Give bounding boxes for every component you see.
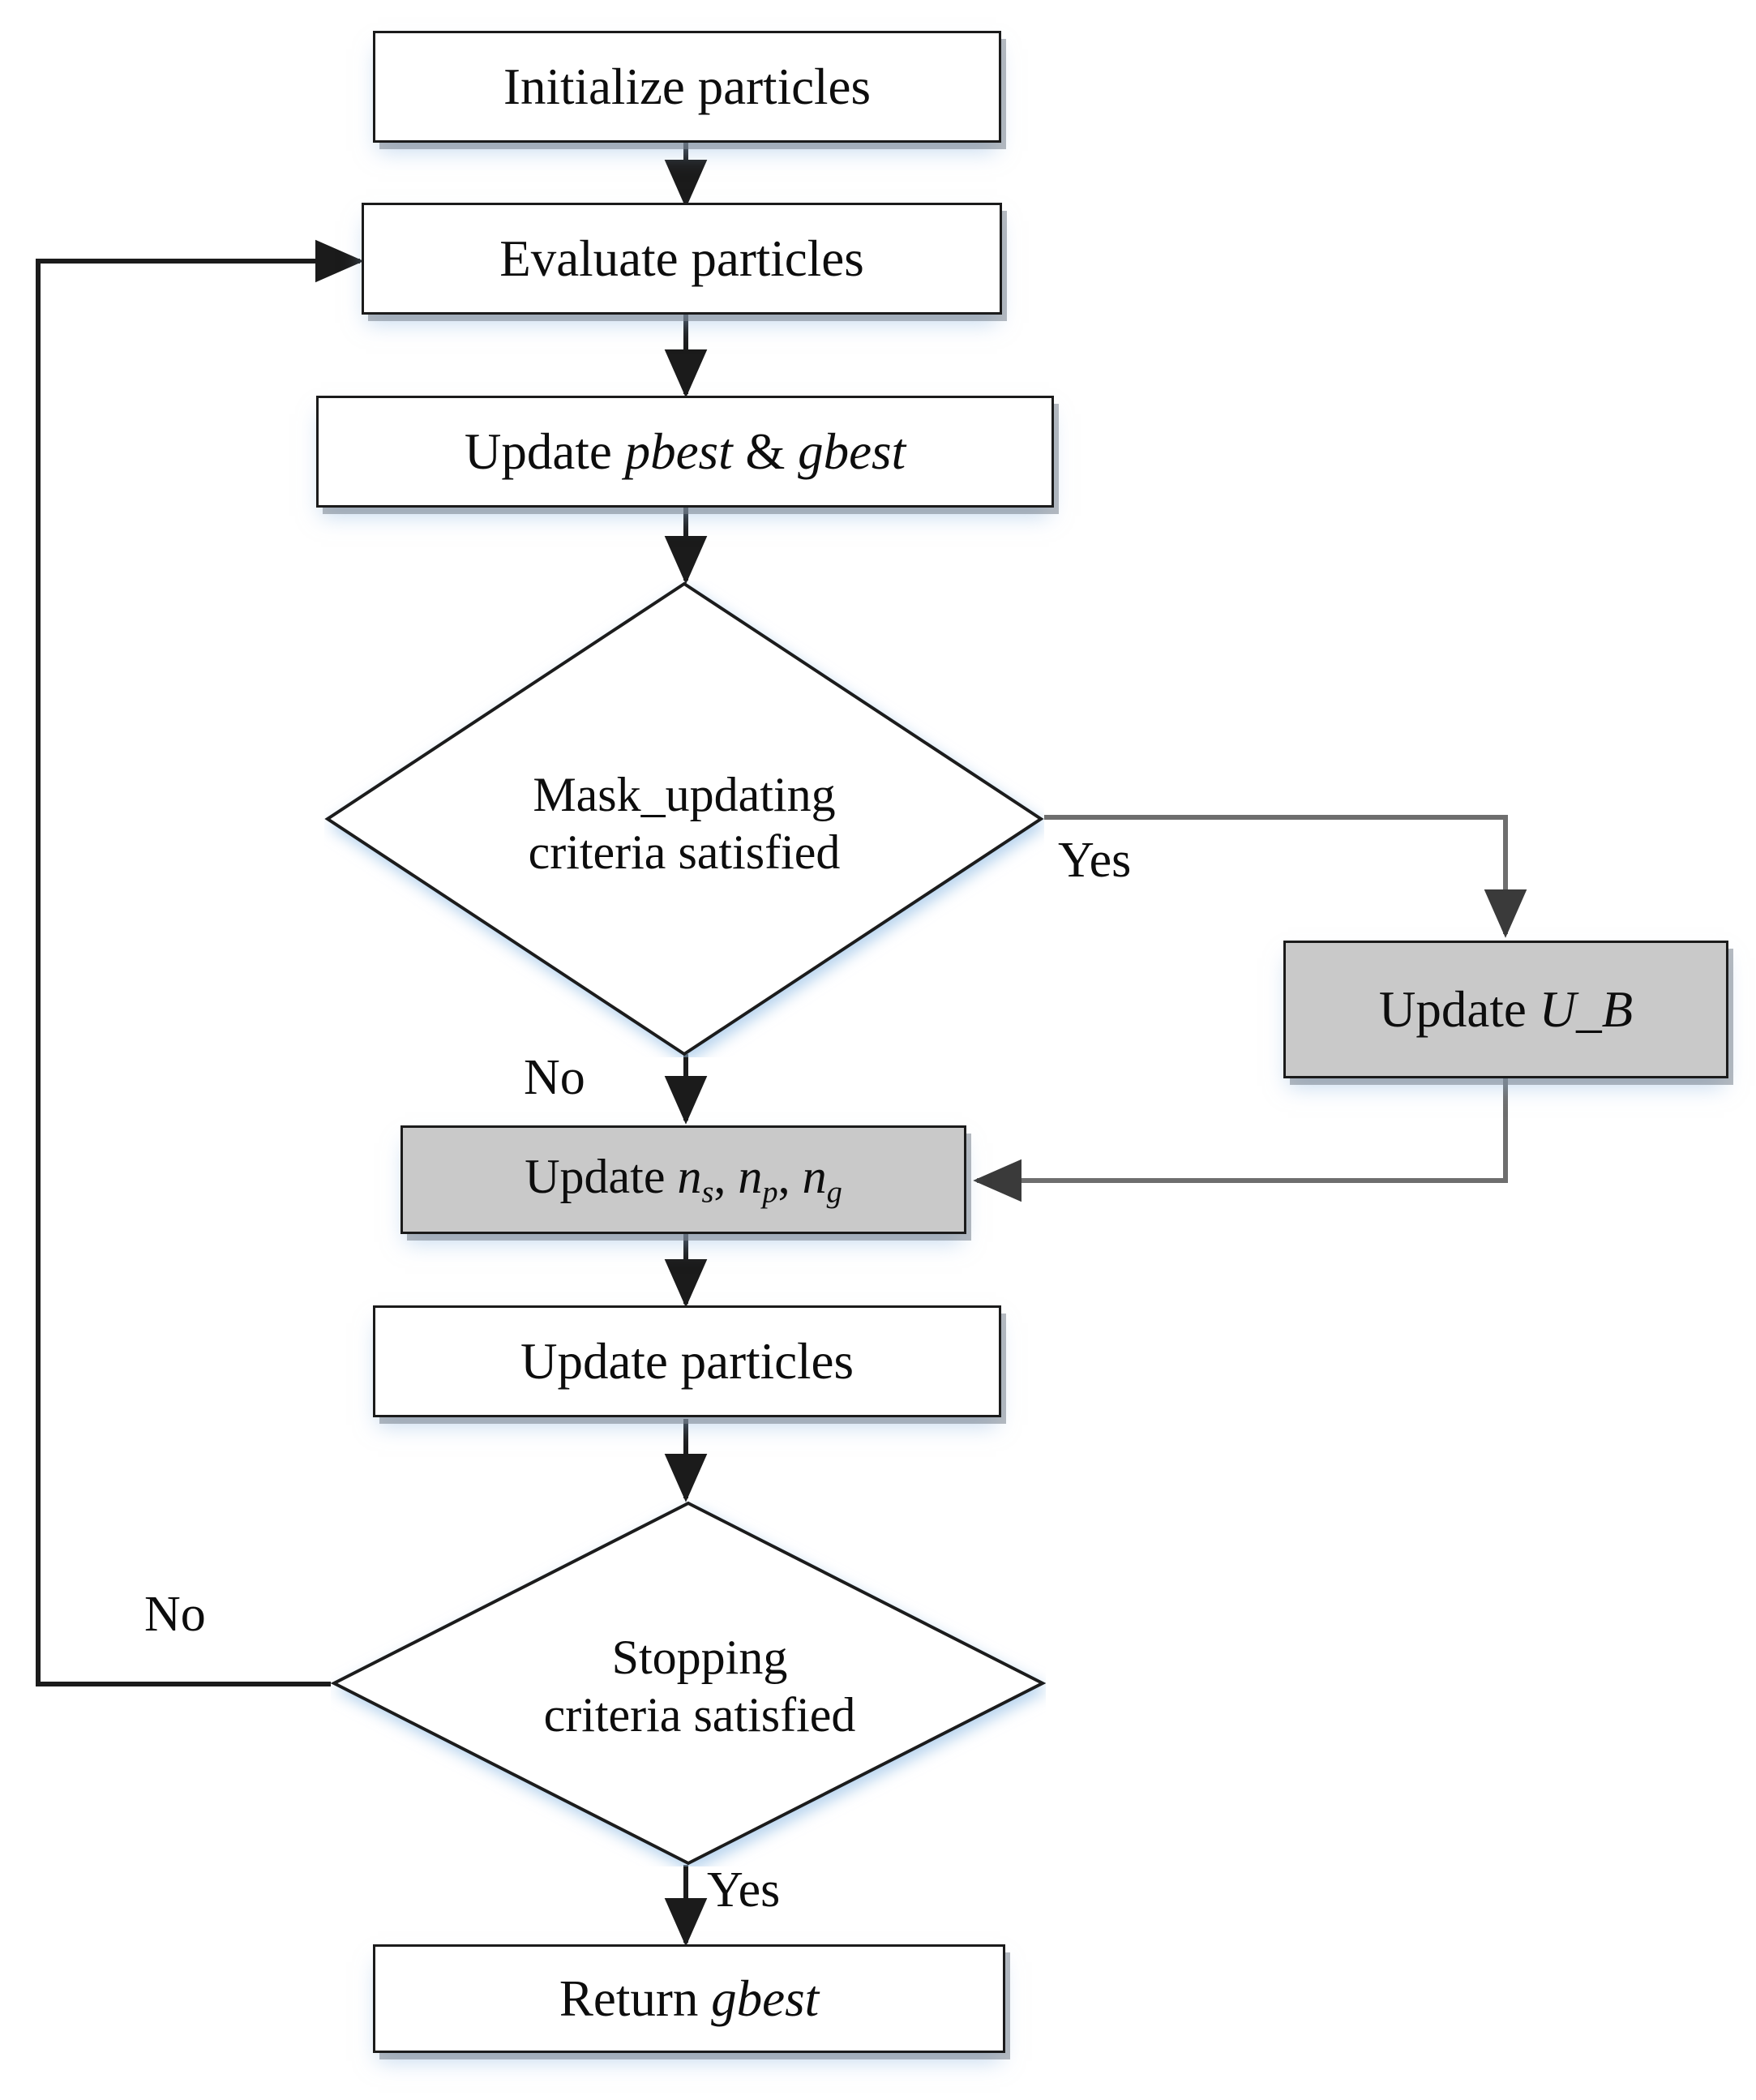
node-stopping-decision-label: Stopping criteria satisfied [543,1631,856,1742]
node-evaluate-particles[interactable]: Evaluate particles [362,203,1002,315]
label-text-n-p: n [738,1149,763,1203]
label-text-return: Return [559,1969,712,2027]
label-text-pbest: pbest [624,422,733,480]
node-update-pbest-gbest-label: Update pbest & gbest [319,424,1051,479]
edge-label-stopping-no: No [144,1587,206,1642]
label-text-update-n: Update [525,1149,678,1203]
node-update-particles[interactable]: Update particles [373,1305,1001,1417]
label-comma-2: , [777,1149,803,1203]
node-update-n-params-label: Update ns, np, ng [403,1149,964,1210]
connector-stopping-no-to-evaluate [36,239,364,1686]
node-evaluate-particles-label: Evaluate particles [499,229,864,287]
node-update-ub[interactable]: Update U_B [1283,941,1728,1078]
label-text-ampersand: & [732,422,799,480]
edge-label-mask-no: No [524,1050,585,1105]
connector-updateub-to-updatenparams [973,1078,1508,1202]
edge-label-stopping-yes: Yes [707,1862,781,1918]
label-comma-1: , [713,1149,739,1203]
stopping-decision-diamond-shape [331,1501,1046,1866]
label-subscript-p: p [762,1175,778,1210]
node-return-gbest-label: Return gbest [375,1971,1003,2026]
node-update-pbest-gbest[interactable]: Update pbest & gbest [316,396,1054,508]
node-mask-updating-decision[interactable]: Mask_updating criteria satisfied [324,581,1044,1057]
label-subscript-s: s [701,1175,714,1210]
node-initialize-particles-label: Initialize particles [503,58,872,115]
node-stopping-decision[interactable]: Stopping criteria satisfied [331,1500,1046,1866]
node-return-gbest[interactable]: Return gbest [373,1944,1005,2053]
node-mask-updating-decision-label: Mask_updating criteria satisfied [528,768,841,879]
edge-label-mask-yes: Yes [1058,833,1132,888]
label-text-update: Update [464,422,625,480]
label-text-gbest: gbest [798,422,906,480]
label-text-ub-symbol: U_B [1539,980,1634,1038]
node-update-ub-label: Update U_B [1286,982,1726,1037]
label-text-update-ub: Update [1378,980,1540,1038]
label-text-gbest-symbol: gbest [711,1969,820,2027]
node-update-particles-label: Update particles [520,1332,854,1390]
node-initialize-particles[interactable]: Initialize particles [373,31,1001,143]
node-update-n-params[interactable]: Update ns, np, ng [400,1125,966,1234]
label-text-n-s: n [677,1149,702,1203]
label-text-n-g: n [802,1149,827,1203]
label-subscript-g: g [826,1175,842,1210]
